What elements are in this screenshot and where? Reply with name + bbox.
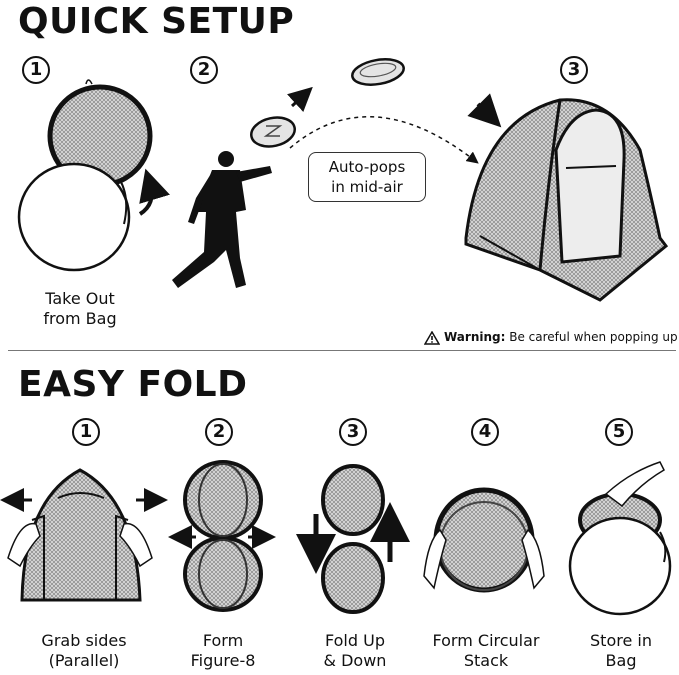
quick-setup-step-1-caption: Take Out from Bag: [20, 289, 140, 329]
arrow-icon: [467, 93, 502, 128]
easy-fold-step-5-caption: Store in Bag: [568, 631, 674, 671]
warning-triangle-icon: [424, 330, 440, 345]
easy-fold-step-2-number: 2: [205, 418, 233, 446]
hand-icon-4: [521, 528, 545, 590]
caption-line: Grab sides: [41, 631, 127, 650]
easy-fold-step-4-caption: Form Circular Stack: [414, 631, 558, 671]
easy-fold-step-4-number: 4: [471, 418, 499, 446]
hand-icon-2: [119, 522, 153, 568]
hand-icon-5: [604, 461, 665, 508]
easy-fold-title: EASY FOLD: [18, 364, 248, 405]
caption-line: Form: [202, 631, 244, 650]
easy-fold-step-3-caption: Fold Up & Down: [296, 631, 414, 671]
caption-line: Store in: [590, 631, 652, 650]
circular-stack-icon: [433, 487, 535, 593]
easy-fold-step-1-number: 1: [72, 418, 100, 446]
caption-line: Fold Up: [325, 631, 385, 650]
section-divider: [8, 350, 676, 351]
caption-line: Stack: [463, 651, 509, 670]
trajectory-arrow-icon: [289, 116, 479, 164]
easy-fold-step-3-number: 3: [339, 418, 367, 446]
callout-line: Auto-pops: [328, 158, 406, 176]
throw-arrow-icon: [287, 86, 313, 112]
auto-pop-callout: Auto-pops in mid-air: [308, 152, 426, 202]
caption-line: from Bag: [43, 309, 117, 328]
flying-disc-icon: [250, 116, 296, 148]
callout-line: in mid-air: [331, 178, 403, 196]
easy-fold-step-2-caption: Form Figure-8: [164, 631, 282, 671]
quick-setup-step-2-number: 2: [190, 56, 218, 84]
easy-fold-step-1-caption: Grab sides (Parallel): [20, 631, 148, 671]
curved-up-arrow-icon: [138, 168, 170, 216]
warning-label: Warning:: [444, 330, 506, 344]
flying-disc-icon-2: [351, 58, 405, 86]
caption-line: Bag: [605, 651, 637, 670]
hand-icon: [7, 522, 41, 568]
store-bag-icon: [568, 492, 672, 616]
quick-setup-step-3-number: 3: [560, 56, 588, 84]
easy-fold-step-5-number: 5: [605, 418, 633, 446]
fold-figure-8-icon: [321, 464, 385, 614]
tent-icon: [464, 98, 669, 302]
warning-text: Be careful when popping up!!!: [505, 330, 679, 344]
bag-icon: [17, 162, 131, 272]
figure-8-icon: [183, 460, 263, 612]
quick-setup-step-1-number: 1: [22, 56, 50, 84]
caption-line: Form Circular: [432, 631, 540, 650]
caption-line: & Down: [323, 651, 387, 670]
caption-line: Take Out: [45, 289, 115, 308]
warning-note: Warning: Be careful when popping up!!!: [424, 328, 679, 346]
caption-line: (Parallel): [48, 651, 120, 670]
person-throwing-icon: [172, 151, 272, 288]
hand-icon-3: [423, 528, 447, 590]
caption-line: Figure-8: [190, 651, 256, 670]
quick-setup-title: QUICK SETUP: [18, 1, 295, 42]
